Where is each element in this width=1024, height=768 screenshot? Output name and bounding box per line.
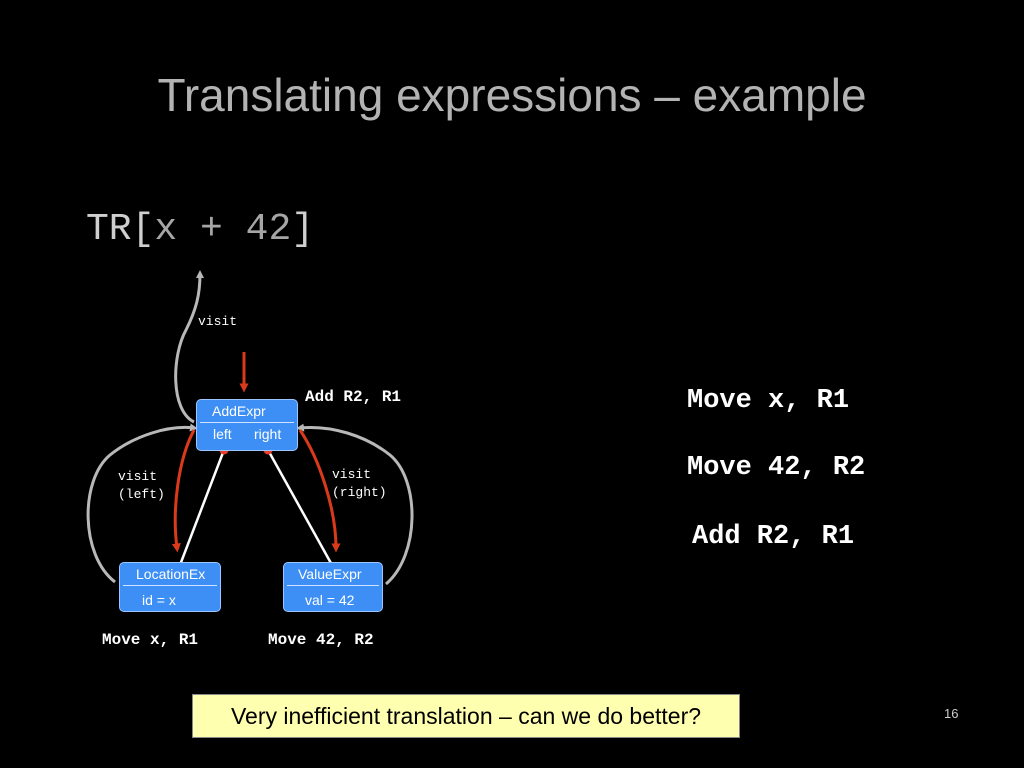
visit-right-label: visit (right) bbox=[332, 467, 387, 500]
page-number: 16 bbox=[944, 706, 959, 721]
visit-left-loop bbox=[86, 423, 198, 584]
slide-title: Translating expressions – example bbox=[157, 69, 867, 121]
locationex-title: LocationEx bbox=[136, 566, 206, 582]
value-code-label: Move 42, R2 bbox=[268, 631, 374, 649]
visit-label: visit bbox=[198, 314, 238, 329]
expression-inner: x + 42 bbox=[154, 208, 292, 251]
expression-prefix: TR[ bbox=[86, 208, 155, 251]
visit-left-label: visit (left) bbox=[118, 469, 165, 502]
right-child-link bbox=[266, 449, 334, 566]
locationex-node: LocationEx id = x bbox=[119, 562, 221, 612]
red-left-arrow bbox=[171, 429, 196, 553]
expression: TR[x + 42] bbox=[86, 208, 314, 251]
addexpr-right-field: right bbox=[254, 426, 282, 442]
valueexpr-title: ValueExpr bbox=[298, 566, 362, 582]
valueexpr-separator bbox=[287, 585, 379, 586]
visit-up-arrow bbox=[174, 270, 204, 424]
valueexpr-field: val = 42 bbox=[305, 592, 355, 608]
locationex-separator bbox=[123, 585, 217, 586]
location-code-label: Move x, R1 bbox=[102, 631, 199, 649]
left-child-link bbox=[178, 449, 226, 566]
addexpr-title: AddExpr bbox=[212, 403, 266, 419]
result-code-line-1: Move x, R1 bbox=[687, 386, 850, 416]
addexpr-separator bbox=[200, 422, 294, 423]
red-right-arrow bbox=[298, 429, 341, 553]
result-code-line-3: Add R2, R1 bbox=[692, 522, 855, 552]
expression-suffix: ] bbox=[291, 208, 315, 251]
callout-box: Very inefficient translation – can we do… bbox=[192, 694, 740, 738]
add-code-label: Add R2, R1 bbox=[305, 388, 402, 406]
result-code-line-2: Move 42, R2 bbox=[687, 453, 866, 483]
visit-right-loop bbox=[296, 423, 414, 586]
addexpr-node: AddExpr left right bbox=[196, 399, 298, 451]
valueexpr-node: ValueExpr val = 42 bbox=[283, 562, 383, 612]
locationex-field: id = x bbox=[142, 592, 176, 608]
addexpr-left-field: left bbox=[213, 426, 232, 442]
